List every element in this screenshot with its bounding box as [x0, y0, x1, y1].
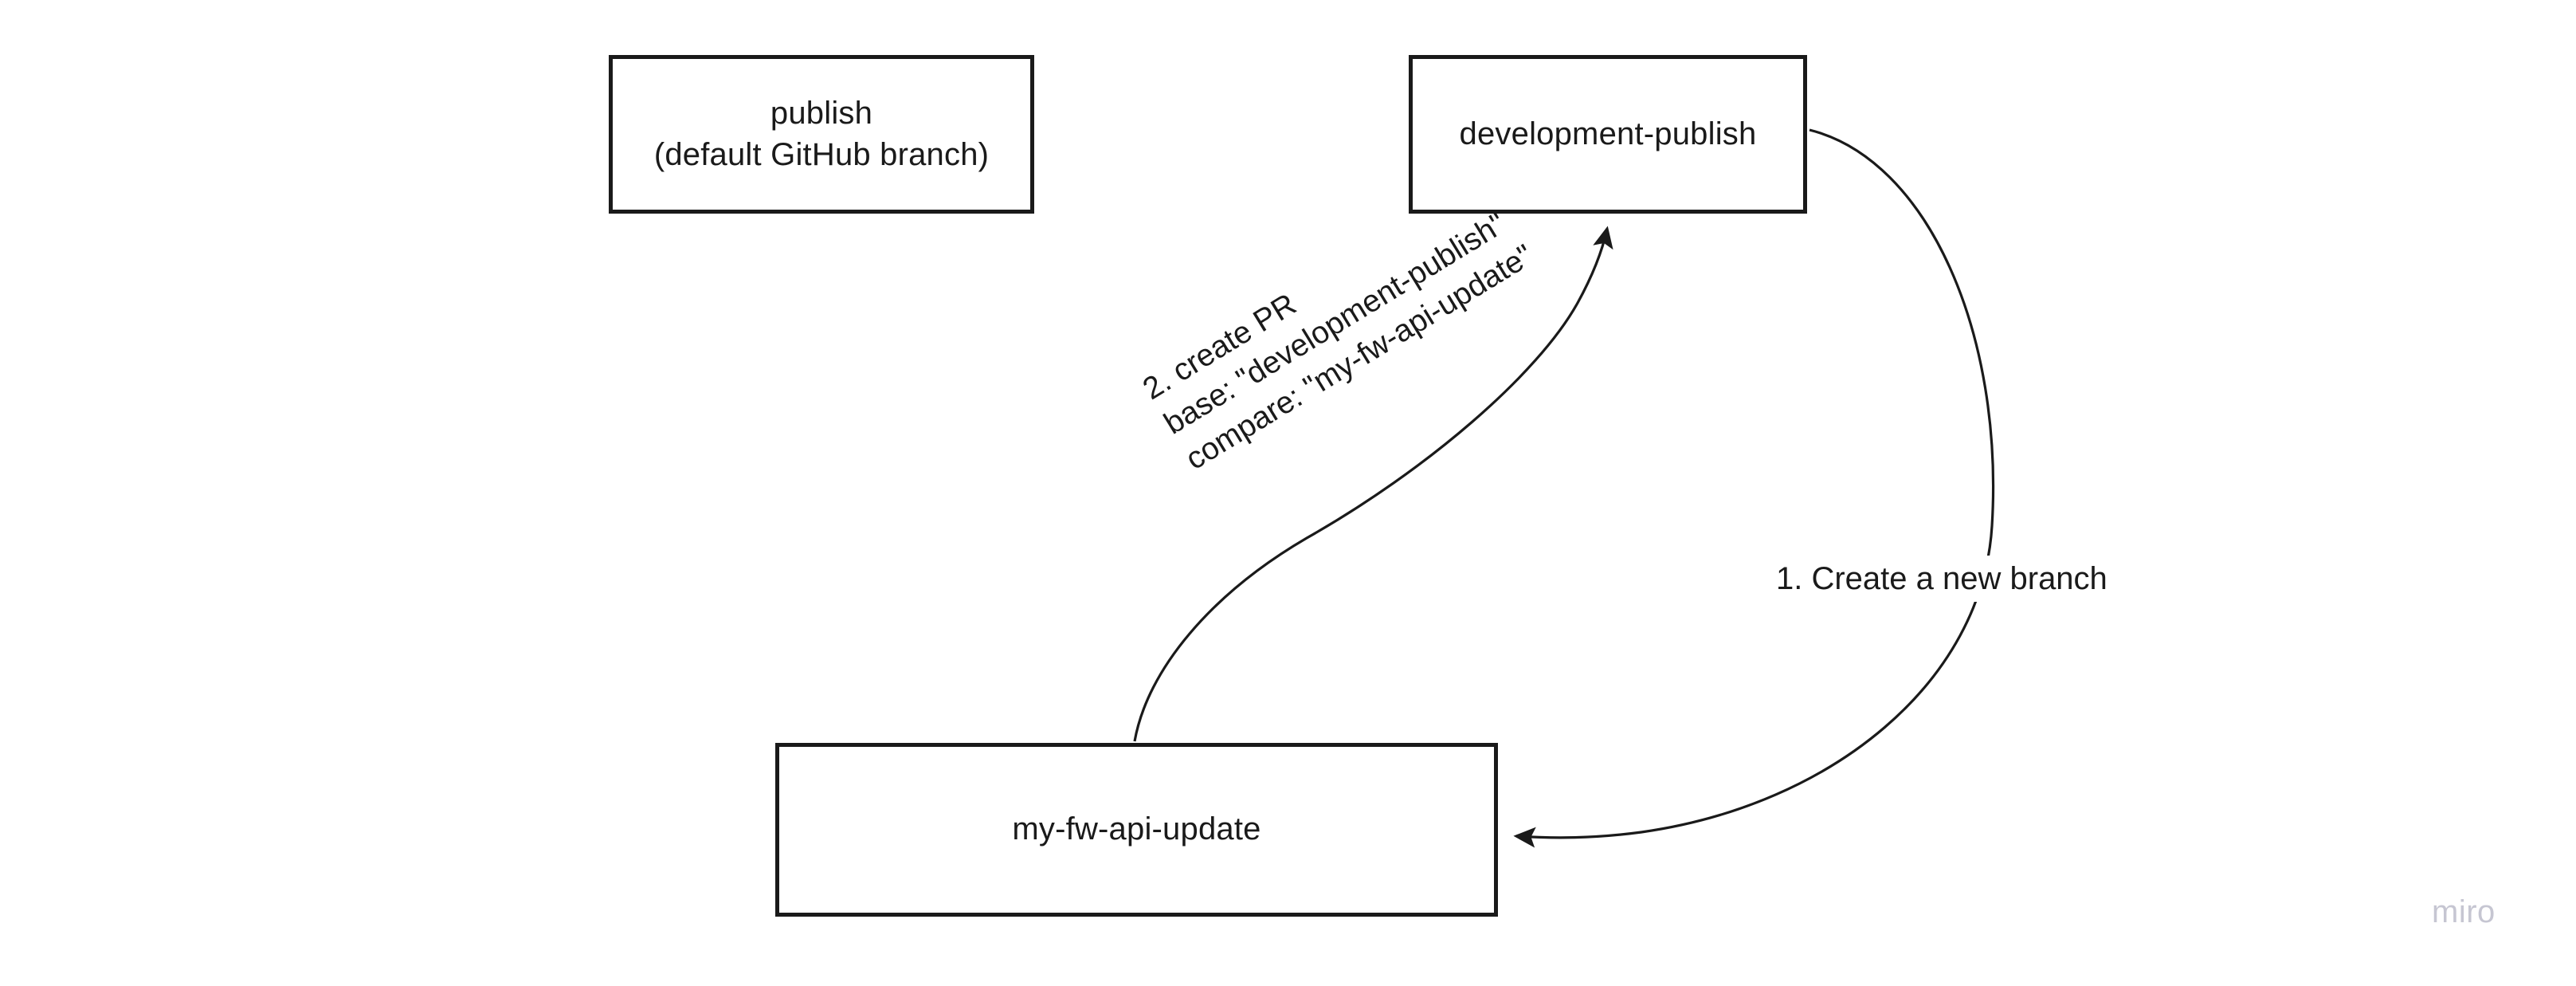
node-development-publish[interactable]: development-publish — [1409, 55, 1807, 214]
node-publish-label: publish (default GitHub branch) — [653, 96, 990, 172]
node-my-fw-api-update-label: my-fw-api-update — [1012, 811, 1261, 847]
edge-label-create-branch[interactable]: 1. Create a new branch — [1771, 556, 2112, 602]
node-publish[interactable]: publish (default GitHub branch) — [609, 55, 1034, 214]
node-my-fw-api-update[interactable]: my-fw-api-update — [775, 743, 1498, 917]
node-development-publish-label: development-publish — [1459, 116, 1757, 151]
miro-watermark: miro — [2432, 894, 2496, 929]
edge-create-pr-path — [1133, 226, 1613, 742]
edge-create-branch-path — [1513, 128, 1995, 848]
